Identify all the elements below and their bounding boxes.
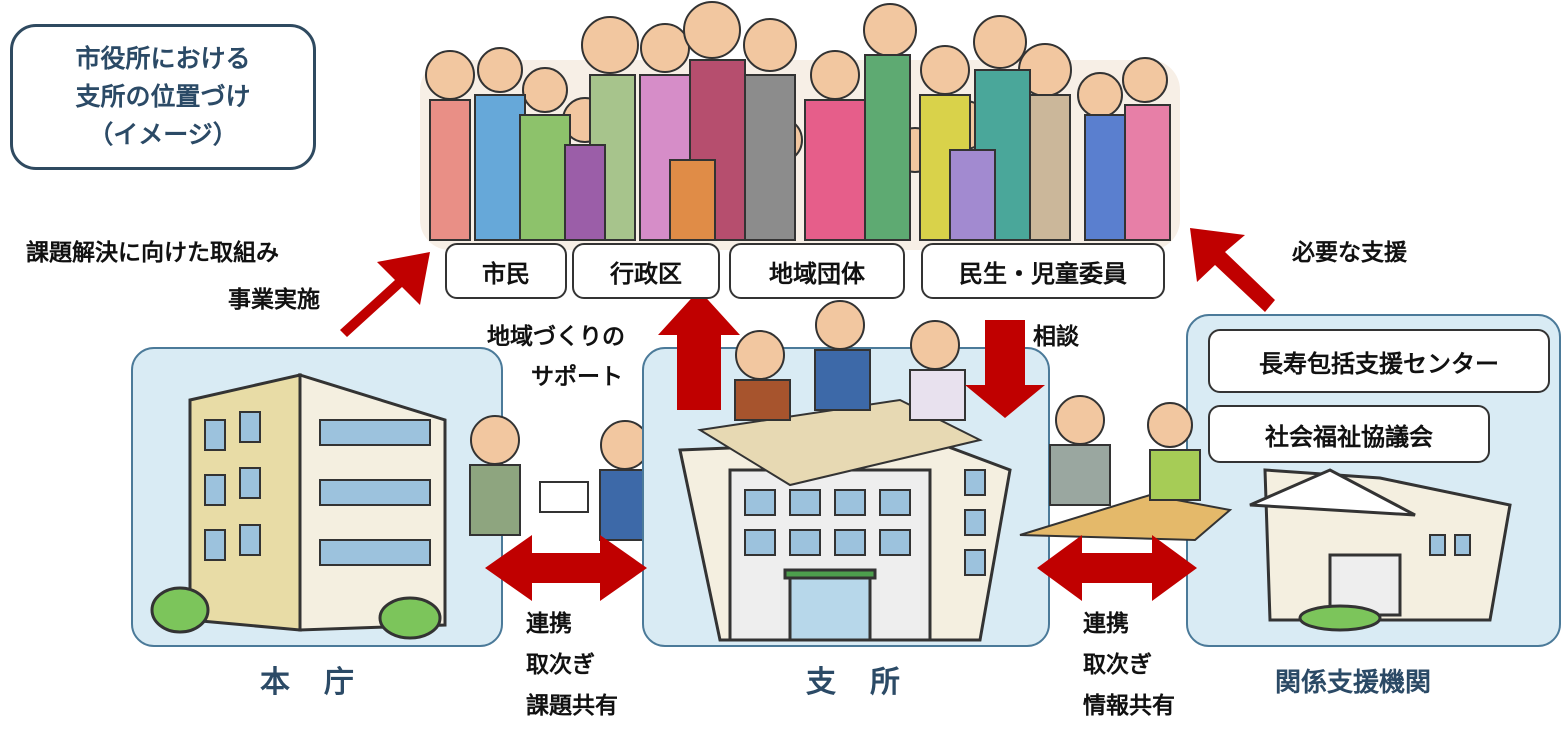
shisho-building-illustration [678,438,1012,642]
link-left-line-2: 取次ぎ [526,652,595,678]
honcho-building-illustration [150,372,447,640]
double-arrow-left [485,535,647,601]
caption-left-up-2: 事業実施 [228,287,320,313]
office-staff-illustration [697,300,983,487]
link-right-line-3: 情報共有 [1083,693,1175,719]
caption-center-up-1: 地域づくりの [487,324,625,350]
arrow-right-up [1190,228,1275,312]
arrow-center-up [658,290,740,410]
group-label-welfare-commissioner: 民生・児童委員 [921,243,1165,299]
caption-left-up-1: 課題解決に向けた取組み [26,240,279,266]
double-arrow-right [1037,535,1197,601]
group-label-citizens: 市民 [445,243,567,299]
title-line-3: （イメージ） [88,120,238,149]
title-line-1: 市役所における [75,44,251,73]
handshake-people-illustration [469,415,651,541]
link-right-line-1: 連携 [1083,611,1129,637]
link-left-line-1: 連携 [526,611,572,637]
agency-label-social-welfare-council: 社会福祉協議会 [1208,405,1490,463]
arrow-left-up [340,252,430,337]
arrow-center-down [965,320,1045,418]
title-line-2: 支所の位置づけ [75,82,251,111]
caption-right-up: 必要な支援 [1292,240,1407,266]
citizens-crowd-illustration [420,1,1180,250]
place-agencies: 関係支援機関 [1275,668,1432,698]
link-right-line-2: 取次ぎ [1083,652,1152,678]
diagram-title-box: 市役所における 支所の位置づけ （イメージ） [10,24,316,170]
caption-center-down: 相談 [1033,324,1079,350]
caption-center-up-2: サポート [531,364,623,390]
group-label-community-org: 地域団体 [729,243,905,299]
consultation-people-illustration [1019,395,1233,542]
agency-house-illustration [1249,468,1512,632]
link-left-line-3: 課題共有 [526,693,618,719]
place-honcho: 本 庁 [260,665,356,700]
place-shisho: 支 所 [806,665,902,700]
group-label-admin-district: 行政区 [572,243,720,299]
flow-arrows [340,228,1275,601]
agency-label-longevity-center: 長寿包括支援センター [1208,329,1550,393]
